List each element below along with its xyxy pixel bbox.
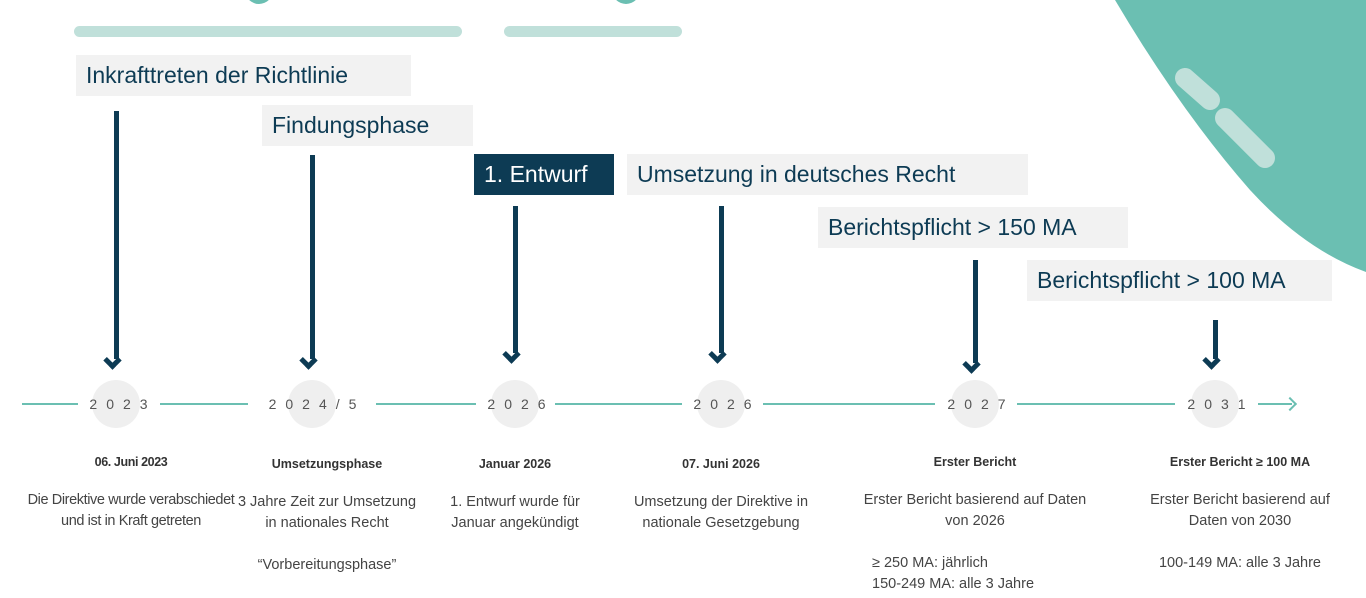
milestone-desc: 1. Entwurf wurde für	[450, 494, 580, 510]
milestone-heading: Januar 2026	[478, 457, 552, 471]
label-berichtspflicht-150: Berichtspflicht > 150 MA	[818, 207, 1128, 248]
decor-dot	[612, 0, 640, 4]
down-arrow-icon	[513, 206, 518, 353]
timeline-line	[555, 403, 682, 405]
milestone-desc: Januar angekündigt	[451, 515, 579, 531]
year-marker	[697, 380, 745, 428]
milestone-desc: von 2026	[945, 513, 1005, 529]
down-arrow-icon	[1213, 320, 1218, 359]
milestone-heading: Erster Bericht	[933, 455, 1017, 469]
milestone-desc: und ist in Kraft getreten	[61, 513, 201, 529]
down-arrow-icon	[310, 155, 315, 359]
milestone-heading: 07. Juni 2026	[682, 457, 760, 471]
year-label: 2026	[693, 396, 761, 412]
milestone-2024: Umsetzungsphase 3 Jahre Zeit zur Umsetzu…	[207, 454, 447, 576]
milestone-heading: Erster Bericht ≥ 100 MA	[1169, 455, 1311, 469]
milestone-desc: 3 Jahre Zeit zur Umsetzung	[237, 494, 417, 510]
timeline-line	[763, 403, 935, 405]
label-berichtspflicht-100: Berichtspflicht > 100 MA	[1027, 260, 1332, 301]
label-umsetzung: Umsetzung in deutsches Recht	[627, 154, 1028, 195]
decor-capsule	[1175, 68, 1220, 110]
milestone-extra: 150-249 MA: alle 3 Jahre	[872, 576, 1035, 592]
milestone-desc: Die Direktive wurde verabschiedet	[27, 492, 235, 508]
milestone-extra: 100-149 MA: alle 3 Jahre	[1158, 555, 1321, 571]
timeline-line	[1258, 403, 1292, 405]
milestone-heading: Umsetzungsphase	[271, 457, 383, 471]
down-arrow-icon	[114, 111, 119, 359]
milestone-extra: “Vorbereitungsphase”	[257, 557, 397, 573]
down-arrow-icon	[719, 206, 724, 353]
label-inkrafttreten: Inkrafttreten der Richtlinie	[76, 55, 411, 96]
phase-bar	[74, 26, 462, 37]
label-findungsphase: Findungsphase	[262, 105, 473, 146]
year-marker	[288, 380, 336, 428]
milestone-desc: Erster Bericht basierend auf	[1150, 492, 1330, 508]
year-label: 2027	[947, 396, 1015, 412]
decor-capsule	[1215, 108, 1275, 168]
timeline-line	[1017, 403, 1175, 405]
milestone-2026-jun: 07. Juni 2026 Umsetzung der Direktive in…	[601, 454, 841, 534]
year-marker	[951, 380, 999, 428]
year-marker	[1191, 380, 1239, 428]
milestone-extra: ≥ 250 MA: jährlich	[872, 555, 988, 571]
timeline-line	[376, 403, 476, 405]
decor-dot	[245, 0, 273, 4]
milestone-desc: Daten von 2030	[1188, 513, 1292, 529]
down-arrow-icon	[973, 260, 978, 363]
year-marker	[491, 380, 539, 428]
milestone-heading: 06. Juni 2023	[94, 455, 168, 469]
year-marker	[92, 380, 140, 428]
year-label: 2031	[1187, 396, 1255, 412]
milestone-desc: Umsetzung der Direktive in	[633, 494, 809, 510]
timeline-arrowhead-icon	[1282, 396, 1298, 412]
milestone-2031: Erster Bericht ≥ 100 MA Erster Bericht b…	[1120, 452, 1360, 574]
year-label: 2026	[487, 396, 555, 412]
year-label: 2023	[89, 396, 157, 412]
phase-bar	[504, 26, 682, 37]
timeline-line	[22, 403, 78, 405]
label-entwurf: 1. Entwurf	[474, 154, 614, 195]
timeline-line	[160, 403, 248, 405]
milestone-desc: in nationales Recht	[265, 515, 389, 531]
year-label: 2024/5	[268, 396, 366, 412]
milestone-2026-jan: Januar 2026 1. Entwurf wurde für Januar …	[395, 454, 635, 534]
decorative-corner-shape	[1115, 0, 1366, 272]
milestone-desc: nationale Gesetzgebung	[642, 515, 800, 531]
milestone-2023: 06. Juni 2023 Die Direktive wurde verabs…	[1, 452, 261, 532]
milestone-2027: Erster Bericht Erster Bericht basierend …	[840, 452, 1110, 595]
milestone-desc: Erster Bericht basierend auf Daten	[863, 492, 1087, 508]
